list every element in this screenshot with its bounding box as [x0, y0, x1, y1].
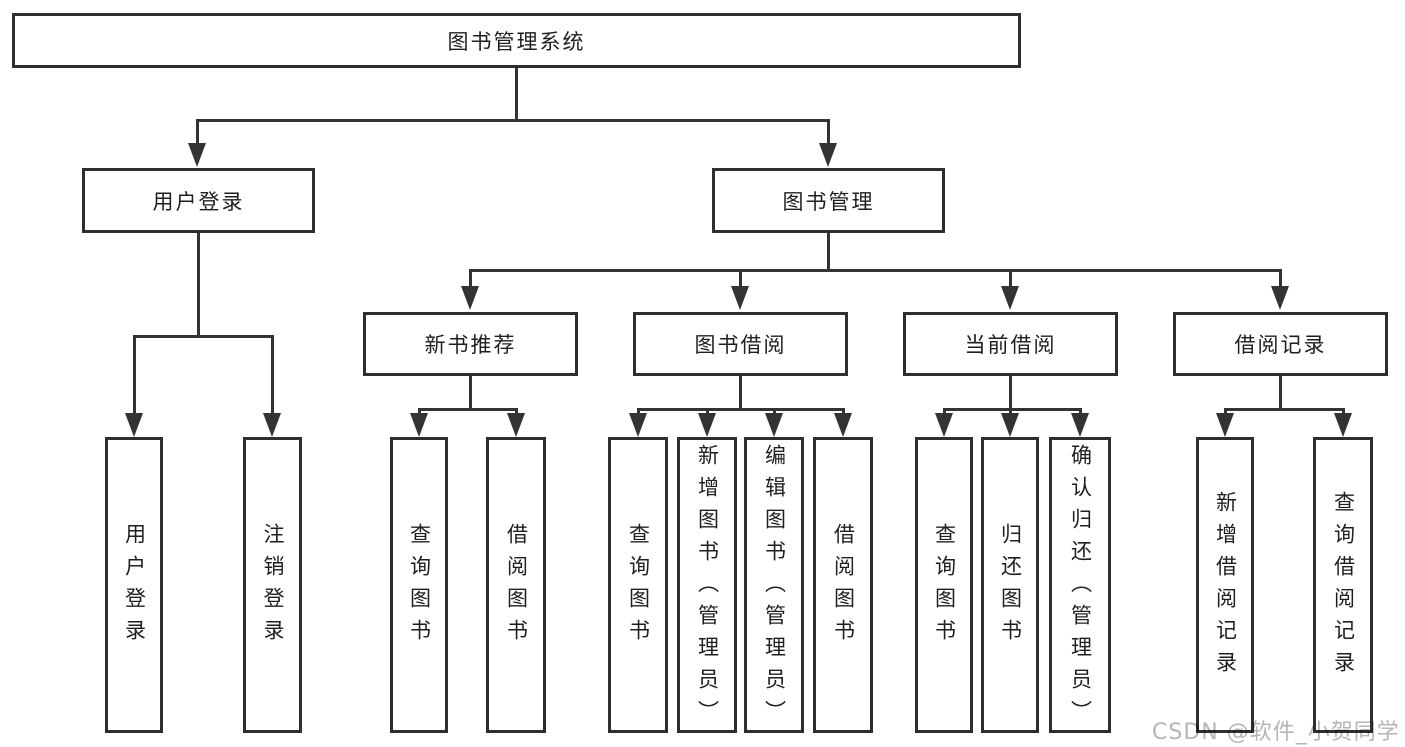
node-label: 当前借阅 [964, 333, 1057, 357]
node-label: 图书管理 [782, 189, 875, 214]
arrow-down-icon [1001, 286, 1019, 310]
connector-line [197, 233, 200, 336]
arrow-down-icon [935, 413, 953, 437]
leaf-confirm-return-admin: 确认归还（管理员） [1049, 437, 1111, 733]
connector-line [133, 335, 274, 338]
connector-line [1279, 269, 1282, 288]
arrow-down-icon [188, 143, 206, 167]
node-label: 借阅记录 [1234, 333, 1327, 357]
connector-line [515, 67, 518, 120]
leaf-label: 查询图书 [626, 523, 651, 651]
leaf-user-login: 用户登录 [105, 437, 163, 733]
node-current-borrowing: 当前借阅 [903, 312, 1118, 376]
leaf-borrow-books-recommend: 借阅图书 [486, 437, 546, 733]
arrow-down-icon [698, 413, 716, 437]
arrow-down-icon [629, 413, 647, 437]
arrow-down-icon [410, 413, 428, 437]
leaf-add-books-admin: 新增图书（管理员） [677, 437, 737, 733]
arrow-down-icon [125, 413, 143, 437]
node-user-login: 用户登录 [82, 168, 315, 233]
arrow-down-icon [263, 413, 281, 437]
connector-line [739, 376, 742, 410]
leaf-query-books-current: 查询图书 [915, 437, 973, 733]
connector-line [827, 119, 830, 146]
connector-line [1224, 408, 1345, 411]
leaf-add-borrow-record: 新增借阅记录 [1196, 437, 1254, 733]
arrow-down-icon [834, 413, 852, 437]
connector-line [637, 408, 845, 411]
connector-line [739, 269, 742, 288]
connector-line [1009, 376, 1012, 410]
csdn-watermark: CSDN @软件_小贺同学 [1152, 720, 1400, 745]
leaf-logout-login: 注销登录 [243, 437, 302, 733]
arrow-down-icon [765, 413, 783, 437]
connector-line [827, 233, 830, 272]
connector-line [271, 335, 274, 416]
leaf-label: 查询图书 [932, 523, 957, 651]
connector-line [133, 335, 136, 416]
connector-line [469, 269, 1281, 272]
connector-line [469, 269, 472, 288]
leaf-label: 注销登录 [261, 523, 285, 651]
connector-line [1279, 376, 1282, 410]
node-book-management: 图书管理 [712, 168, 945, 233]
arrow-down-icon [1334, 413, 1352, 437]
leaf-query-borrow-record: 查询借阅记录 [1313, 437, 1373, 733]
leaf-edit-books-admin: 编辑图书（管理员） [744, 437, 804, 733]
leaf-query-books-borrow: 查询图书 [608, 437, 668, 733]
connector-line [196, 119, 199, 146]
arrow-down-icon [1271, 286, 1289, 310]
arrow-down-icon [731, 286, 749, 310]
leaf-borrow-books-borrow: 借阅图书 [813, 437, 873, 733]
arrow-down-icon [1071, 413, 1089, 437]
arrow-down-icon [1001, 413, 1019, 437]
node-label: 图书借阅 [694, 333, 787, 357]
node-book-borrowing: 图书借阅 [633, 312, 848, 376]
connector-line [1009, 269, 1012, 288]
leaf-label: 确认归还（管理员） [1068, 444, 1093, 732]
connector-line [196, 119, 829, 122]
leaf-query-books-recommend: 查询图书 [390, 437, 448, 733]
connector-line [469, 376, 472, 410]
leaf-label: 借阅图书 [831, 523, 856, 651]
leaf-label: 新增图书（管理员） [695, 444, 720, 732]
leaf-label: 编辑图书（管理员） [762, 444, 787, 732]
leaf-return-books: 归还图书 [981, 437, 1039, 733]
leaf-label: 新增借阅记录 [1213, 491, 1238, 683]
leaf-label: 借阅图书 [504, 523, 529, 651]
node-new-book-recommendation: 新书推荐 [363, 312, 578, 376]
leaf-label: 查询图书 [407, 523, 432, 651]
node-borrowing-records: 借阅记录 [1173, 312, 1388, 376]
node-label: 用户登录 [152, 189, 245, 214]
connector-line [943, 408, 1082, 411]
connector-line [418, 408, 518, 411]
node-label: 图书管理系统 [447, 29, 586, 54]
leaf-label: 归还图书 [998, 523, 1023, 651]
arrow-down-icon [461, 286, 479, 310]
leaf-label: 用户登录 [122, 523, 147, 651]
arrow-down-icon [507, 413, 525, 437]
node-library-system: 图书管理系统 [12, 13, 1021, 68]
node-label: 新书推荐 [424, 333, 517, 357]
arrow-down-icon [1216, 413, 1234, 437]
arrow-down-icon [819, 143, 837, 167]
leaf-label: 查询借阅记录 [1331, 491, 1356, 683]
